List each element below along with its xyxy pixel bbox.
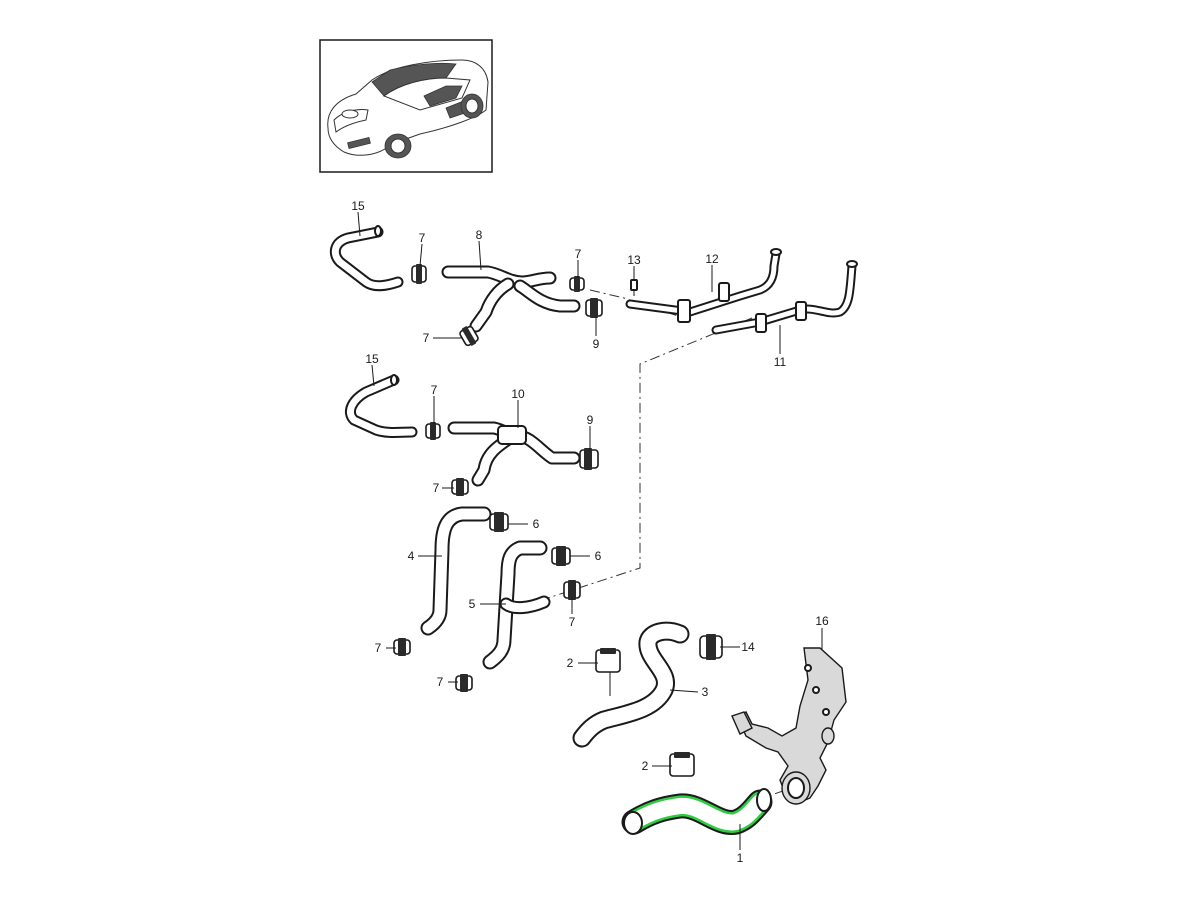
part-number-7: 7 <box>431 383 438 397</box>
guide-line-upper <box>589 289 685 319</box>
hose-3 <box>572 621 690 748</box>
part-number-1: 1 <box>737 851 744 865</box>
part-number-15: 15 <box>351 199 365 213</box>
clamp-9b <box>579 448 599 470</box>
clamp-7g <box>393 638 411 656</box>
clamp-7b <box>569 276 585 292</box>
clamp-6b <box>551 546 571 566</box>
part-number-10: 10 <box>511 387 525 401</box>
hose-1-highlighted <box>621 788 773 835</box>
part-number-7: 7 <box>375 641 382 655</box>
clamp-7f <box>563 580 581 600</box>
part-number-6: 6 <box>595 549 602 563</box>
hose-10-y-pipe <box>447 421 581 487</box>
car-icon <box>327 59 489 159</box>
clip-2b <box>669 752 695 777</box>
pipe-12 <box>625 248 782 323</box>
part-number-16: 16 <box>815 614 829 628</box>
car-thumbnail <box>319 39 493 173</box>
part-number-7: 7 <box>423 331 430 345</box>
part-number-2: 2 <box>642 759 649 773</box>
pipe-11 <box>711 260 858 335</box>
part-number-7: 7 <box>419 231 426 245</box>
clamp-7e <box>451 478 469 496</box>
clamp-9a <box>585 298 603 318</box>
part-number-12: 12 <box>705 252 719 266</box>
bracket-16 <box>731 647 847 805</box>
part-number-9: 9 <box>587 413 594 427</box>
part-number-15: 15 <box>365 352 379 366</box>
part-number-2: 2 <box>567 656 574 670</box>
leader-lines <box>357 211 823 850</box>
clamp-14 <box>699 634 723 660</box>
part-number-11: 11 <box>774 355 787 369</box>
hose-4 <box>420 506 492 636</box>
part-number-7: 7 <box>437 675 444 689</box>
clamp-7a <box>411 264 427 284</box>
part-number-7: 7 <box>575 247 582 261</box>
part-number-8: 8 <box>476 228 483 242</box>
part-number-4: 4 <box>408 549 415 563</box>
hose-8-y-pipe <box>441 265 581 333</box>
part-number-13: 13 <box>627 253 641 267</box>
part-number-9: 9 <box>593 337 600 351</box>
bolt-13 <box>630 279 638 296</box>
clamp-7c <box>459 325 479 347</box>
part-number-6: 6 <box>533 517 540 531</box>
part-number-labels: 15 7 8 7 13 12 7 9 11 15 7 10 9 7 6 4 6 … <box>351 199 829 865</box>
part-number-5: 5 <box>469 597 476 611</box>
clamp-7h <box>455 674 473 692</box>
clamp-6a <box>489 512 509 532</box>
part-number-14: 14 <box>741 640 755 654</box>
hose-15-lower <box>345 374 418 438</box>
part-number-7: 7 <box>569 615 576 629</box>
hose-15-upper <box>329 225 404 292</box>
part-number-7: 7 <box>433 481 440 495</box>
clip-2a <box>595 648 621 673</box>
clamp-7d <box>425 422 441 440</box>
hose-5 <box>482 540 551 670</box>
hose-1-end-left <box>623 811 643 835</box>
part-number-3: 3 <box>702 685 709 699</box>
guide-line-main <box>547 317 753 599</box>
